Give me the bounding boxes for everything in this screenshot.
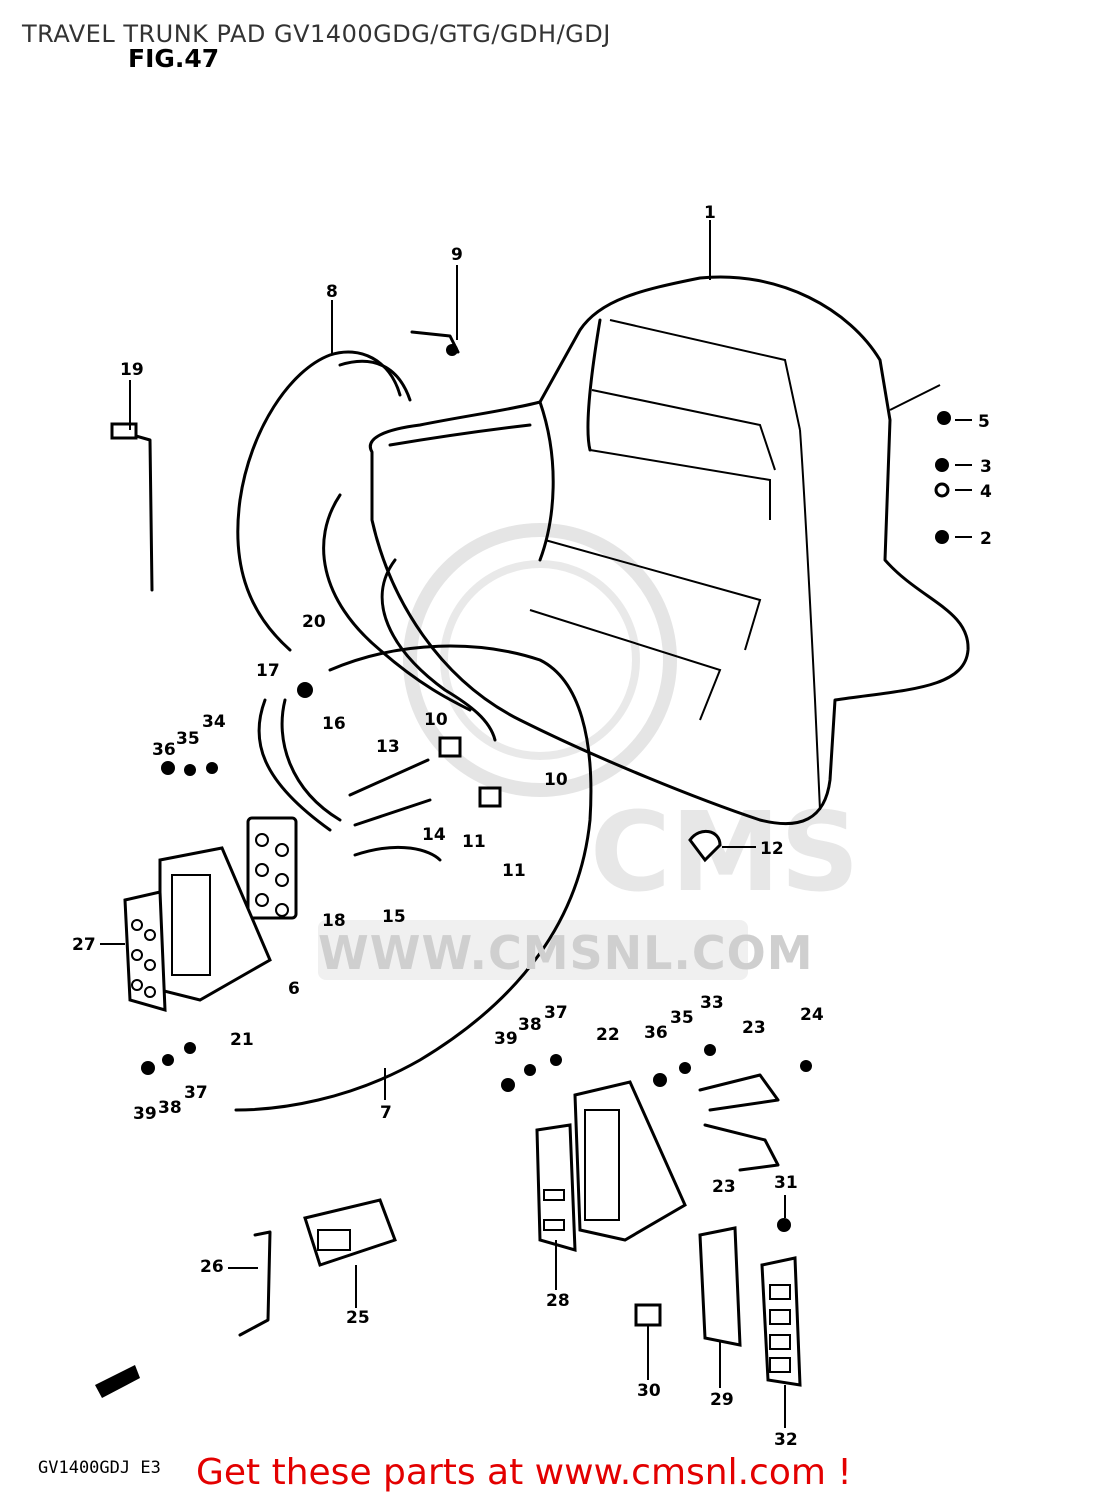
callout-10b: 10 [544, 770, 568, 790]
callout-38b: 38 [158, 1098, 182, 1118]
callout-labels: 1 2 3 4 5 6 7 8 9 10 10 11 11 12 13 14 1… [72, 203, 992, 1450]
callout-35a: 35 [176, 729, 200, 749]
callout-16: 16 [322, 714, 346, 734]
callout-4: 4 [980, 482, 992, 502]
callout-36b: 36 [644, 1023, 668, 1043]
callout-26: 26 [200, 1257, 224, 1277]
callout-3: 3 [980, 457, 992, 477]
hose-8 [236, 350, 402, 652]
callout-39b: 39 [133, 1104, 157, 1124]
parts-link[interactable]: Get these parts at www.cmsnl.com ! [196, 1452, 852, 1493]
callout-25: 25 [346, 1308, 370, 1328]
watermark-logo-text: CMS [590, 788, 859, 916]
trunk-pad [368, 275, 970, 826]
callout-17: 17 [256, 661, 280, 681]
callout-11a: 11 [462, 832, 486, 852]
plate-27 [123, 890, 167, 1013]
bracket-26 [238, 1230, 272, 1337]
callout-31: 31 [774, 1173, 798, 1193]
callout-15: 15 [382, 907, 406, 927]
plate-29 [698, 1226, 742, 1347]
callout-34: 34 [202, 712, 226, 732]
clip-19 [113, 428, 154, 592]
watermark-text: WWW.CMSNL.COM [318, 926, 814, 980]
callout-19: 19 [120, 360, 144, 380]
callout-7: 7 [380, 1103, 392, 1123]
callout-39a: 39 [494, 1029, 518, 1049]
callout-30: 30 [637, 1381, 661, 1401]
callout-36a: 36 [152, 740, 176, 760]
front-arrow-icon [95, 1365, 140, 1398]
callout-18: 18 [322, 911, 346, 931]
callout-23b: 23 [712, 1177, 736, 1197]
valve-block-6 [246, 816, 298, 920]
callout-29: 29 [710, 1390, 734, 1410]
callout-11b: 11 [502, 861, 526, 881]
leader-lines [100, 220, 972, 1428]
model-code: GV1400GDJ E3 [38, 1458, 161, 1478]
switch-25 [303, 1198, 397, 1267]
callout-22: 22 [596, 1025, 620, 1045]
cover-22 [573, 1080, 687, 1242]
callout-13: 13 [376, 737, 400, 757]
bracket-23 [698, 1073, 780, 1172]
callout-38a: 38 [518, 1015, 542, 1035]
callout-9: 9 [451, 245, 463, 265]
callout-37a: 37 [544, 1003, 568, 1023]
callout-14: 14 [422, 825, 446, 845]
callout-1: 1 [704, 203, 716, 223]
callout-33: 33 [700, 993, 724, 1013]
callout-27: 27 [72, 935, 96, 955]
callout-6: 6 [288, 979, 300, 999]
plate-32 [760, 1256, 802, 1387]
callout-23a: 23 [742, 1018, 766, 1038]
callout-28: 28 [546, 1291, 570, 1311]
watermark-logo: CMS [318, 523, 859, 980]
callout-10a: 10 [424, 710, 448, 730]
callout-21: 21 [230, 1030, 254, 1050]
callout-12: 12 [760, 839, 784, 859]
callout-5: 5 [978, 412, 990, 432]
hose-7 [234, 644, 593, 1112]
callout-8: 8 [326, 282, 338, 302]
callout-2: 2 [980, 529, 992, 549]
hardware [141, 411, 951, 1327]
plate-28 [535, 1123, 577, 1253]
callout-20: 20 [302, 612, 326, 632]
callout-35b: 35 [670, 1008, 694, 1028]
diagram-title: TRAVEL TRUNK PAD GV1400GDG/GTG/GDH/GDJ [22, 20, 611, 48]
callout-37b: 37 [184, 1083, 208, 1103]
callout-24: 24 [800, 1005, 824, 1025]
callout-32: 32 [774, 1430, 798, 1450]
figure-number: FIG.47 [128, 44, 220, 73]
